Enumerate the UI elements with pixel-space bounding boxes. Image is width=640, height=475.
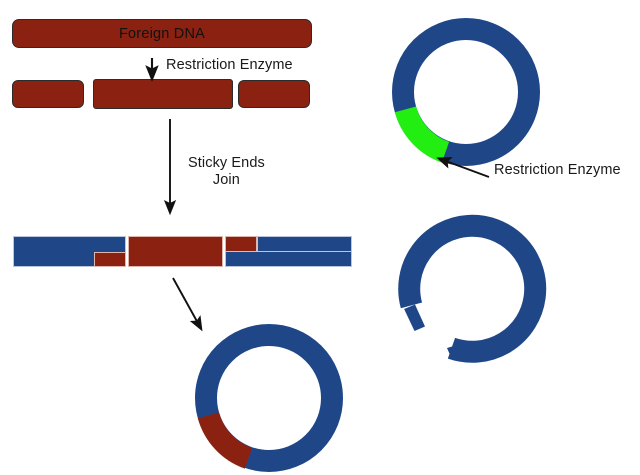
restriction-enzyme-top-label: Restriction Enzyme (166, 57, 293, 73)
intact-plasmid (392, 18, 540, 166)
recombinant-insert (128, 236, 223, 267)
dna-fragment-left (12, 80, 84, 108)
intact-plasmid-ring (392, 18, 540, 166)
sticky-ends-line-2: Join (212, 172, 240, 189)
recombinant-left-sticky-end (94, 252, 126, 267)
ligation-arrow-diagonal (172, 277, 203, 332)
restriction-enzyme-pointer-arrow (436, 157, 490, 178)
cut-plasmid-sticky-end-left (404, 304, 425, 331)
dna-fragment-middle (93, 79, 233, 109)
dna-fragment-right (238, 80, 310, 108)
cut-plasmid (398, 214, 547, 363)
cut-plasmid-arc (398, 214, 547, 363)
recombinant-plasmid-ring (195, 324, 343, 472)
recombinant-plasmid-insert-arc (197, 412, 253, 469)
restriction-site-arc (394, 106, 450, 163)
foreign-dna-label: Foreign DNA (118, 25, 205, 42)
foreign-dna-bar: Foreign DNA (12, 19, 312, 48)
recombinant-right-vector-upper (257, 236, 352, 252)
sticky-ends-line-1: Sticky Ends (188, 155, 265, 171)
recombinant-plasmid (195, 324, 343, 472)
restriction-enzyme-plasmid-label: Restriction Enzyme (494, 162, 621, 178)
sticky-ends-join-label: Sticky Ends Join (188, 155, 265, 189)
cut-plasmid-sticky-end-right (447, 341, 474, 360)
